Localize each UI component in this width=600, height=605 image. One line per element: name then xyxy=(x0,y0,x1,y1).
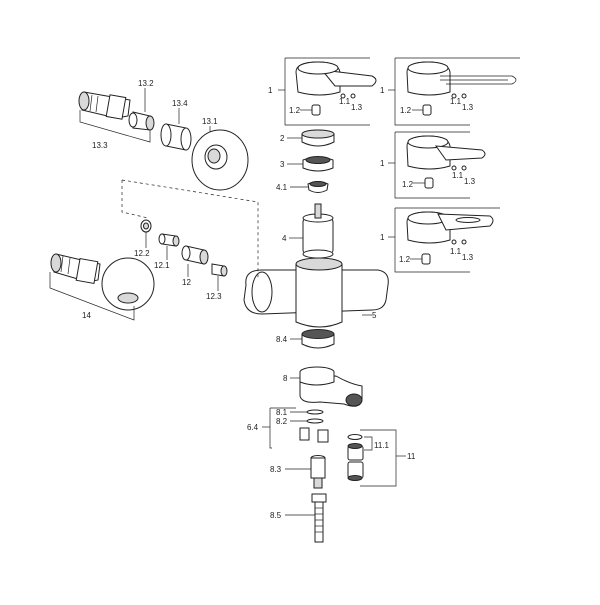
clip-left xyxy=(299,427,310,441)
adapter-12-1 xyxy=(158,233,180,247)
cap-c xyxy=(424,177,434,189)
label-1-1-d: 1.1 xyxy=(450,247,462,256)
label-1-2-b: 1.2 xyxy=(400,106,412,115)
handle-group-a xyxy=(278,57,377,126)
label-1-d: 1 xyxy=(380,233,385,242)
label-1-2-c: 1.2 xyxy=(402,180,414,189)
label-1-1-a: 1.1 xyxy=(339,97,351,106)
label-1-3-c: 1.3 xyxy=(464,177,476,186)
label-8-1: 8.1 xyxy=(276,408,288,417)
cap-b xyxy=(422,104,432,116)
screw-a1 xyxy=(340,93,346,99)
label-12-3: 12.3 xyxy=(206,292,222,301)
label-6-4: 6.4 xyxy=(247,423,259,432)
label-11-1: 11.1 xyxy=(374,441,390,450)
cap-12-3 xyxy=(211,263,228,277)
label-5: 5 xyxy=(372,311,377,320)
label-1-1-b: 1.1 xyxy=(450,97,462,106)
label-12: 12 xyxy=(182,278,191,287)
nut-12 xyxy=(181,245,209,265)
diverter-disk-8-4 xyxy=(301,329,335,349)
label-1-b: 1 xyxy=(380,86,385,95)
label-13-4: 13.4 xyxy=(172,99,188,108)
label-1-2-a: 1.2 xyxy=(289,106,301,115)
label-1-c: 1 xyxy=(380,159,385,168)
label-8-2: 8.2 xyxy=(276,417,288,426)
lever-handle-b xyxy=(406,61,517,96)
label-14: 14 xyxy=(82,311,91,320)
o-ring-8-2 xyxy=(306,418,324,424)
clip-right xyxy=(317,429,329,443)
cap-a xyxy=(311,104,321,116)
stem-8-3 xyxy=(310,455,326,489)
cap-d xyxy=(421,253,431,265)
label-8-4-top: 8.4 xyxy=(276,335,288,344)
screw-c1 xyxy=(451,165,457,171)
label-1-2-d: 1.2 xyxy=(399,255,411,264)
label-1-3-d: 1.3 xyxy=(462,253,474,262)
rosette-13-1 xyxy=(191,129,249,191)
dashed-leader-box xyxy=(121,179,259,280)
lever-handle-a xyxy=(295,61,377,96)
sleeve-13-2 xyxy=(128,111,155,131)
cap-ring-2 xyxy=(301,129,335,147)
label-13-1: 13.1 xyxy=(202,117,218,126)
label-1-1-c: 1.1 xyxy=(452,171,464,180)
handle-group-b xyxy=(388,57,520,126)
ring-4-1 xyxy=(307,181,329,193)
spout-8 xyxy=(299,366,363,407)
screw-b1 xyxy=(451,93,457,99)
label-8-3: 8.3 xyxy=(270,465,282,474)
nipple-12-2 xyxy=(140,219,152,233)
label-4-1: 4.1 xyxy=(276,183,288,192)
label-1-3-a: 1.3 xyxy=(351,103,363,112)
screw-d1 xyxy=(451,239,457,245)
screw-b2 xyxy=(461,93,467,99)
label-3: 3 xyxy=(280,160,285,169)
cartridge-4 xyxy=(302,203,334,259)
screw-c2 xyxy=(461,165,467,171)
screw-a2 xyxy=(350,93,356,99)
label-2: 2 xyxy=(280,134,285,143)
connector-13-3 xyxy=(78,91,131,120)
o-ring-8-1 xyxy=(306,409,324,415)
connector-14 xyxy=(50,253,155,311)
screw-d2 xyxy=(461,239,467,245)
label-13-3: 13.3 xyxy=(92,141,108,150)
ring-13-4 xyxy=(160,123,192,151)
lever-handle-c xyxy=(406,135,486,170)
label-11: 11 xyxy=(407,452,416,461)
valve-body-5 xyxy=(243,257,389,328)
label-4: 4 xyxy=(282,234,287,243)
label-8-5: 8.5 xyxy=(270,511,282,520)
aerator-group-11 xyxy=(347,429,406,487)
aerator-11-1 xyxy=(347,443,364,461)
label-12-2: 12.2 xyxy=(134,249,150,258)
handle-group-c xyxy=(388,131,486,199)
label-1-a: 1 xyxy=(268,86,273,95)
bolt-8-5 xyxy=(311,493,327,543)
diverter-group-6-4 xyxy=(262,407,329,449)
label-12-1: 12.1 xyxy=(154,261,170,270)
label-13-2: 13.2 xyxy=(138,79,154,88)
seal-11-1 xyxy=(347,434,363,440)
nut-3 xyxy=(302,156,334,172)
aerator-body xyxy=(347,461,364,481)
label-8: 8 xyxy=(283,374,288,383)
lever-handle-d xyxy=(406,211,494,244)
handle-group-d xyxy=(388,207,500,273)
label-1-3-b: 1.3 xyxy=(462,103,474,112)
